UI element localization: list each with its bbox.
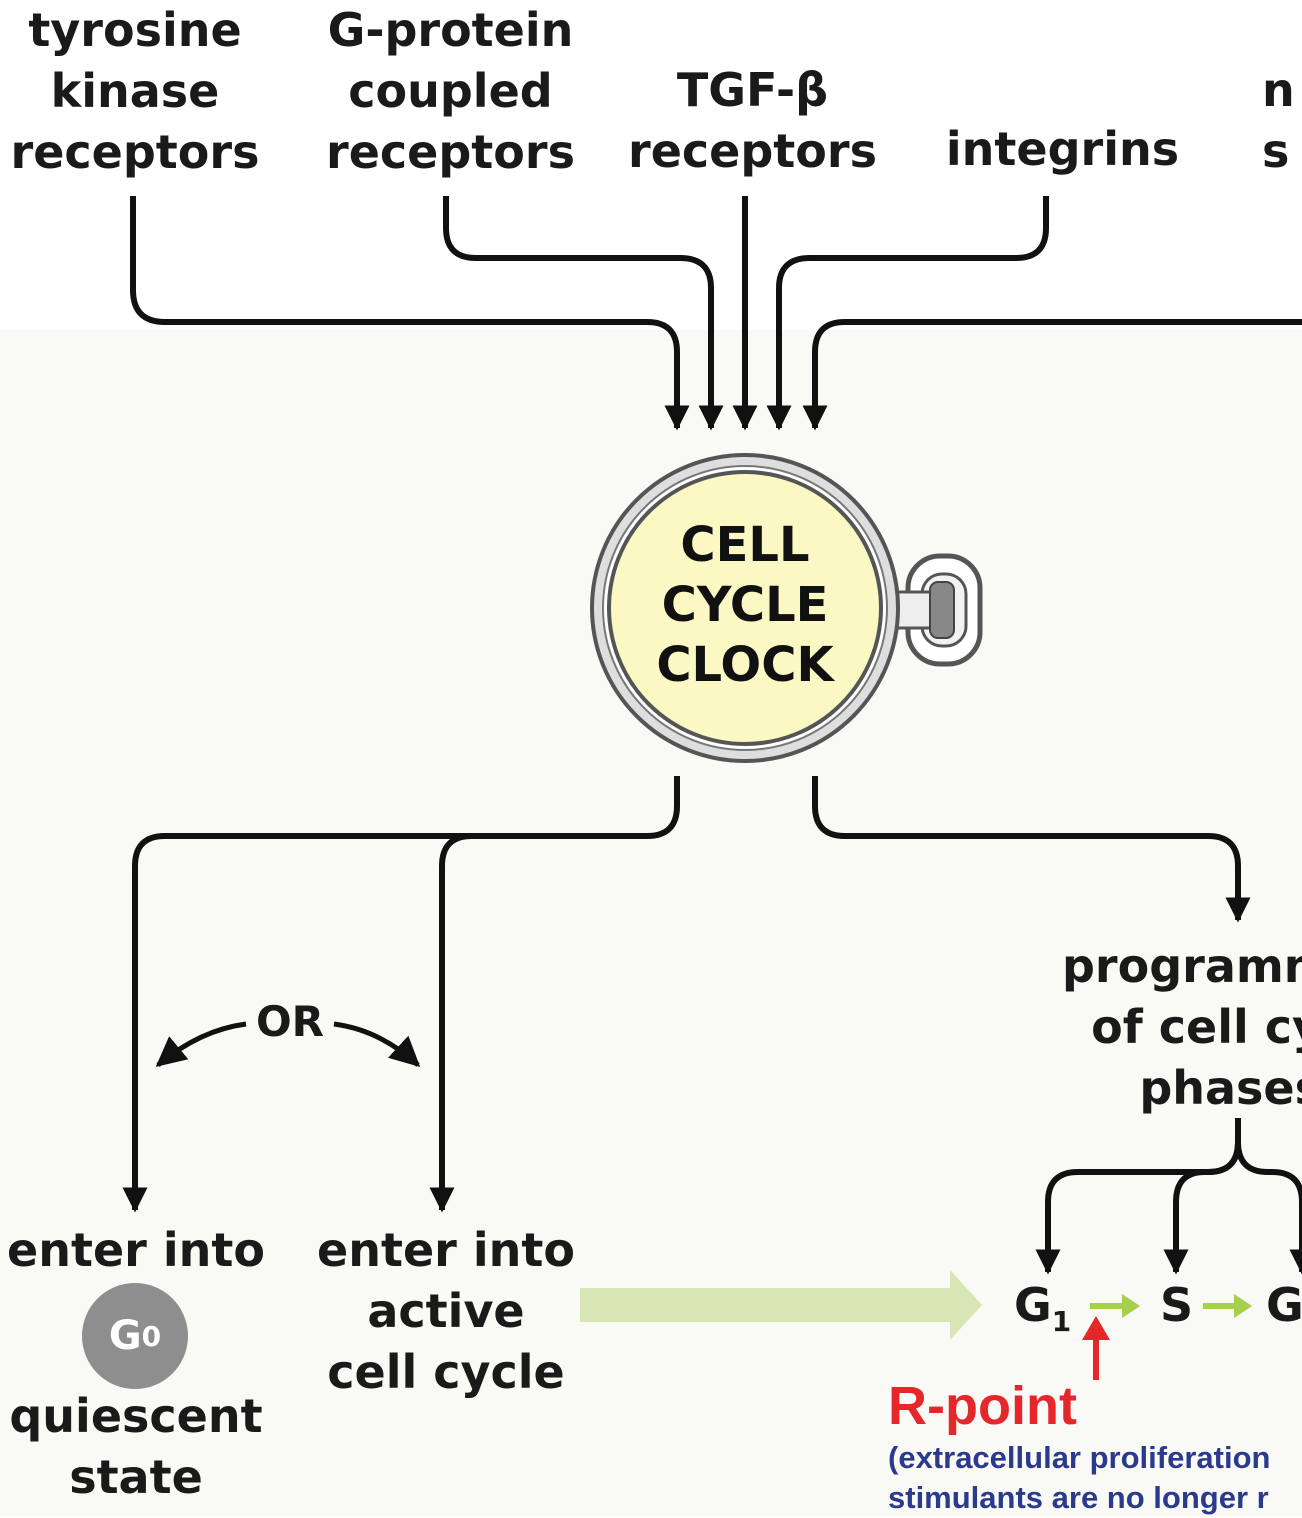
arrow-to-active <box>429 833 500 1213</box>
arrow-to-s <box>1163 1141 1241 1275</box>
rpoint-arrow <box>1082 1316 1110 1380</box>
arrow-integrins <box>766 196 1049 431</box>
enter-g0-label: enter into <box>7 1223 265 1277</box>
arrow-to-g1 <box>1035 1118 1241 1275</box>
or-arrow-left <box>155 1021 247 1067</box>
arrow-to-programming <box>812 776 1251 923</box>
phase-g1-subscript: 1 <box>1051 1305 1072 1338</box>
clock-label: CELL CYCLE CLOCK <box>656 517 834 693</box>
transition-band-arrow <box>580 1270 982 1340</box>
receptor-tyrosine-kinase: tyrosine kinase receptors <box>10 3 260 179</box>
arrow-gpcr <box>443 196 724 431</box>
phase-arrows <box>1090 1294 1252 1318</box>
receptor-g-protein-coupled: G-protein coupled receptors <box>326 3 575 179</box>
arrow-tyrosine <box>130 196 690 431</box>
receptor-cut-off: n s <box>1262 63 1295 178</box>
arrow-right-input <box>802 319 1302 431</box>
cell-cycle-clock-icon <box>590 453 983 763</box>
arrow-to-g0 <box>122 776 680 1213</box>
phase-g1: G1 <box>1014 1280 1071 1347</box>
arrow-s-g2 <box>1203 1294 1252 1318</box>
arrow-g1-s <box>1090 1294 1140 1318</box>
programming-label: programm of cell cy phases <box>1062 939 1302 1115</box>
or-arrow-right <box>333 1021 421 1068</box>
active-cycle-label: enter into active cell cycle <box>317 1223 575 1399</box>
phase-s: S <box>1160 1278 1194 1332</box>
g0-subscript: 0 <box>141 1319 162 1353</box>
rpoint-note: (extracellular proliferation stimulants … <box>888 1440 1271 1515</box>
quiescent-state-label: quiescent state <box>9 1389 263 1504</box>
or-label: OR <box>255 997 325 1046</box>
phase-g2: G <box>1266 1278 1302 1332</box>
rpoint-title: R-point <box>888 1376 1077 1436</box>
phase-g1-letter: G <box>1014 1278 1052 1332</box>
receptor-integrins: integrins <box>945 122 1180 176</box>
receptor-tgf-beta: TGF-β receptors <box>628 63 877 178</box>
arrow-to-g2 <box>1235 1141 1302 1275</box>
g0-letter: G <box>108 1313 142 1359</box>
